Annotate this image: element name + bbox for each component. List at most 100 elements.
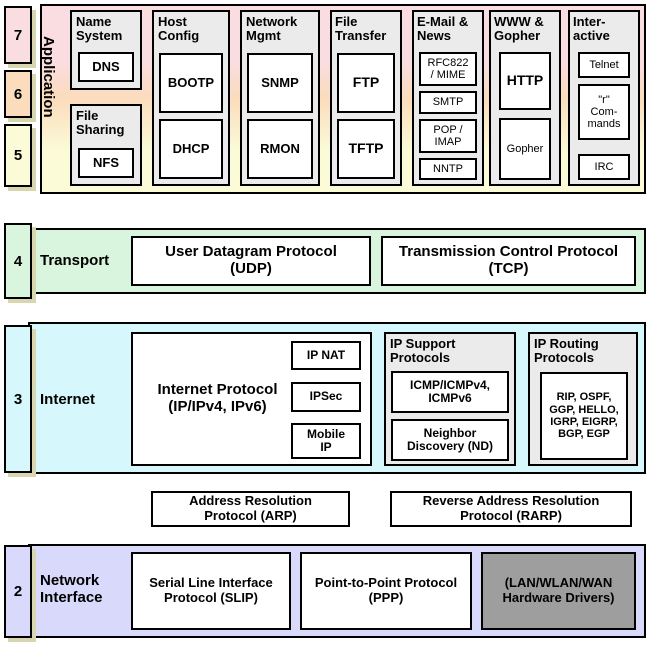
group-title-line: IP Support	[390, 336, 456, 351]
layer-name-text: Internet	[40, 391, 96, 408]
protocol-label: Telnet	[589, 58, 619, 71]
group-title-interactive: Inter- active	[573, 14, 610, 44]
protocol-label-line: Protocol (RARP)	[460, 508, 562, 523]
osi-number-label: 6	[13, 85, 23, 103]
layer-name-text: Application	[40, 36, 57, 118]
protocol-box-neighbor-discovery[interactable]: Neighbor Discovery (ND)	[391, 419, 509, 461]
group-title-email-news: E-Mail & News	[417, 14, 468, 44]
group-title-host-config: Host Config	[158, 14, 200, 44]
osi-layer-number-4: 4	[4, 223, 32, 299]
protocol-box-dns[interactable]: DNS	[78, 52, 134, 82]
protocol-box-rmon[interactable]: RMON	[247, 119, 313, 179]
group-title-file-sharing: File Sharing	[76, 108, 124, 138]
protocol-label: Neighbor Discovery (ND)	[407, 426, 493, 454]
protocol-box-snmp[interactable]: SNMP	[247, 53, 313, 113]
group-title-line: Config	[158, 28, 200, 44]
protocol-box-r-commands[interactable]: "r" Com- mands	[578, 84, 630, 140]
protocol-box-ipsec[interactable]: IPSec	[291, 382, 361, 412]
protocol-label-line: RFC822	[427, 56, 469, 69]
group-title-name-system: Name System	[76, 14, 122, 44]
protocol-label-line: Internet Protocol	[157, 381, 278, 398]
protocol-label: TFTP	[348, 140, 384, 157]
group-title-line: Protocols	[534, 350, 594, 366]
protocol-label-line: IP	[320, 440, 332, 454]
protocol-label-line: Mobile	[307, 426, 345, 441]
group-title-line: Network	[246, 14, 298, 29]
protocol-label: IPSec	[309, 389, 343, 404]
layer-name-text: Transport	[40, 252, 110, 269]
group-title-line: Protocols	[390, 350, 450, 366]
group-title-line: File	[335, 14, 358, 29]
protocol-box-mobile-ip[interactable]: Mobile IP	[291, 423, 361, 459]
protocol-label: Reverse Address Resolution Protocol (RAR…	[423, 494, 600, 523]
group-title-line: IP Routing	[534, 336, 599, 351]
protocol-label-line: / MIME	[430, 69, 466, 81]
protocol-label: Gopher	[506, 142, 544, 155]
group-title-www-gopher: WWW & Gopher	[494, 14, 544, 44]
protocol-label: RMON	[260, 140, 300, 156]
protocol-box-rfc822-mime[interactable]: RFC822 / MIME	[419, 52, 477, 86]
protocol-label: SNMP	[261, 74, 299, 90]
protocol-box-icmp[interactable]: ICMP/ICMPv4, ICMPv6	[391, 371, 509, 413]
protocol-label: FTP	[352, 74, 380, 91]
protocol-box-nntp[interactable]: NNTP	[419, 158, 477, 180]
protocol-box-arp[interactable]: Address Resolution Protocol (ARP)	[151, 491, 350, 527]
protocol-label-line: RIP, OSPF,	[556, 391, 612, 404]
protocol-label: NNTP	[433, 162, 463, 175]
osi-number-label: 4	[13, 252, 23, 270]
protocol-label-line: IMAP	[434, 136, 462, 148]
osi-number-label: 7	[13, 26, 23, 44]
protocol-label: DHCP	[172, 140, 210, 156]
protocol-box-gopher[interactable]: Gopher	[499, 118, 551, 180]
group-title-line: Transfer	[335, 28, 387, 44]
osi-layer-number-7: 7	[4, 6, 32, 64]
network-interface-layer-label: Network Interface	[40, 572, 103, 607]
group-title-ip-routing-protocols: IP Routing Protocols	[534, 336, 599, 366]
protocol-box-nfs[interactable]: NFS	[78, 148, 134, 178]
protocol-label-line: Serial Line Interface	[149, 575, 273, 591]
group-title-line: WWW &	[494, 14, 544, 29]
osi-layer-number-2: 2	[4, 545, 32, 638]
group-title-file-transfer: File Transfer	[335, 14, 387, 44]
layer-name-line: Network	[40, 572, 100, 589]
protocol-box-ppp[interactable]: Point-to-Point Protocol (PPP)	[300, 552, 472, 630]
group-title-line: Host	[158, 14, 187, 29]
protocol-label-line: BGP, EGP	[558, 428, 610, 441]
protocol-box-irc[interactable]: IRC	[578, 154, 630, 180]
protocol-box-smtp[interactable]: SMTP	[419, 91, 477, 114]
protocol-label: RIP, OSPF, GGP, HELLO, IGRP, EIGRP, BGP,…	[549, 391, 618, 440]
group-title-line: active	[573, 28, 610, 44]
protocol-box-udp[interactable]: User Datagram Protocol (UDP)	[131, 236, 371, 286]
protocol-box-routing-protocol-list[interactable]: RIP, OSPF, GGP, HELLO, IGRP, EIGRP, BGP,…	[540, 372, 628, 460]
group-title-line: News	[417, 28, 451, 44]
protocol-box-tftp[interactable]: TFTP	[337, 119, 395, 179]
protocol-label-line: (UDP)	[230, 260, 272, 277]
protocol-label: Point-to-Point Protocol (PPP)	[315, 576, 457, 605]
protocol-box-slip[interactable]: Serial Line Interface Protocol (SLIP)	[131, 552, 291, 630]
protocol-label-line: GGP, HELLO,	[549, 403, 619, 416]
group-title-line: Inter-	[573, 14, 606, 29]
protocol-label: RFC822 / MIME	[428, 57, 469, 82]
protocol-label-line: (PPP)	[368, 590, 404, 605]
protocol-label-line: Protocol (SLIP)	[164, 590, 258, 605]
protocol-box-http[interactable]: HTTP	[499, 52, 551, 110]
osi-number-label: 5	[13, 147, 23, 164]
protocol-box-dhcp[interactable]: DHCP	[159, 119, 223, 179]
application-layer-label: Application	[39, 36, 57, 118]
layer-name-line: Interface	[40, 588, 103, 606]
protocol-label-line: Com-	[590, 105, 618, 118]
protocol-label: POP / IMAP	[433, 124, 462, 149]
protocol-box-bootp[interactable]: BOOTP	[159, 53, 223, 113]
protocol-label-line: Transmission Control Protocol	[398, 243, 619, 261]
group-title-line: Mgmt	[246, 28, 281, 44]
protocol-box-tcp[interactable]: Transmission Control Protocol (TCP)	[381, 236, 636, 286]
protocol-box-rarp[interactable]: Reverse Address Resolution Protocol (RAR…	[390, 491, 632, 527]
protocol-box-telnet[interactable]: Telnet	[578, 52, 630, 78]
protocol-box-pop-imap[interactable]: POP / IMAP	[419, 119, 477, 153]
protocol-label: (LAN/WLAN/WAN Hardware Drivers)	[503, 576, 615, 605]
protocol-box-ftp[interactable]: FTP	[337, 53, 395, 113]
protocol-box-hardware-drivers[interactable]: (LAN/WLAN/WAN Hardware Drivers)	[481, 552, 636, 630]
protocol-box-ip-nat[interactable]: IP NAT	[291, 341, 361, 370]
protocol-label: SMTP	[432, 96, 464, 109]
protocol-label-line: (IP/IPv4, IPv6)	[168, 397, 267, 415]
